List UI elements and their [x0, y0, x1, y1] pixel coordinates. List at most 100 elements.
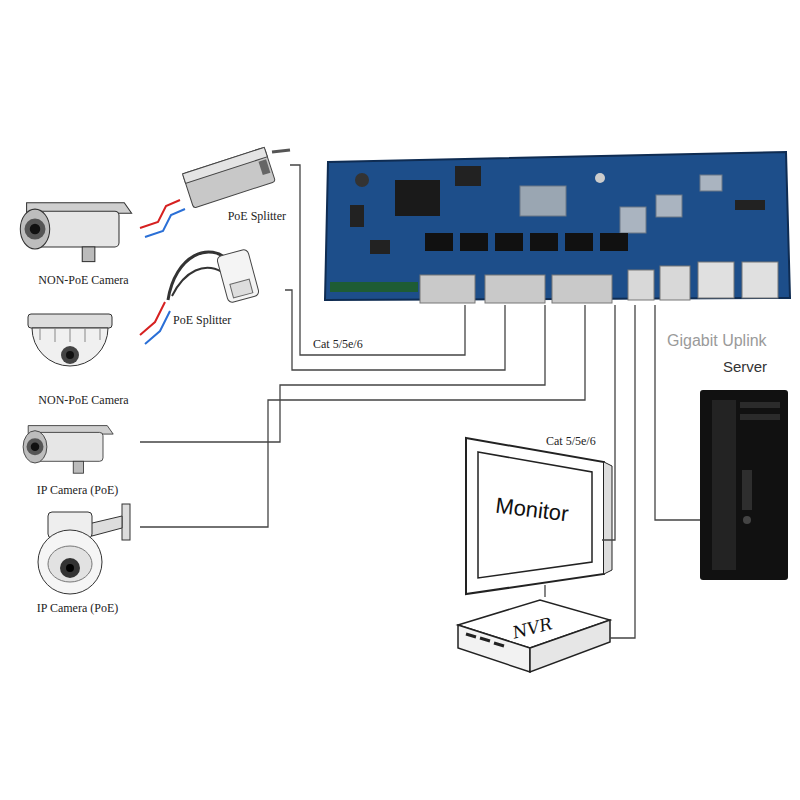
poe-splitter-cable	[172, 268, 222, 296]
server-tower	[740, 402, 780, 408]
bullet-camera	[23, 431, 47, 463]
switch-pcb	[620, 207, 646, 233]
ptz-camera	[122, 504, 130, 540]
node-label: Monitor	[461, 489, 603, 531]
bullet-camera	[31, 443, 40, 452]
cable-wire	[140, 302, 165, 335]
poe-splitter-cable	[216, 249, 259, 304]
node-label: IP Camera (PoE)	[15, 484, 140, 498]
bullet-camera	[82, 247, 95, 262]
ptz-camera	[66, 564, 74, 572]
cable-wire	[145, 209, 185, 237]
switch-pcb	[425, 233, 453, 251]
cable	[140, 305, 585, 527]
cable-wire	[544, 585, 545, 597]
poe-splitter-cable	[216, 249, 259, 304]
switch-pcb	[520, 186, 566, 216]
switch-pcb	[330, 282, 418, 292]
cable-wire	[610, 305, 635, 638]
switch-pcb	[460, 233, 488, 251]
switch-pcb	[530, 233, 558, 251]
poe-splitter-box	[182, 147, 275, 208]
poe-splitter: PoE Splitter	[165, 238, 285, 330]
switch-pcb	[660, 266, 690, 300]
switch-pcb	[495, 233, 523, 251]
poe-splitter-box	[258, 159, 270, 175]
camera: NON-PoE Camera	[15, 190, 140, 290]
cable-wire	[140, 200, 180, 228]
node-label: NVR	[455, 601, 610, 657]
server-tower	[700, 390, 788, 580]
server-tower	[740, 414, 780, 420]
cable	[285, 290, 505, 370]
bullet-camera	[27, 438, 44, 455]
ptz-camera	[48, 546, 92, 582]
cable-wire	[285, 290, 505, 370]
switch-pcb	[455, 166, 481, 186]
switch-pcb	[595, 173, 605, 183]
dome-camera	[32, 328, 108, 366]
switch-pcb	[600, 233, 628, 251]
server-tower	[743, 516, 751, 524]
cable-wire	[140, 305, 585, 527]
cable	[545, 585, 546, 597]
cable-wire	[290, 165, 465, 355]
monitor-screen	[604, 462, 612, 574]
cable	[290, 165, 465, 355]
cable-wire	[145, 311, 170, 344]
dome-camera	[66, 351, 74, 359]
switch-pcb	[420, 275, 475, 303]
ptz-camera	[60, 558, 80, 578]
switch-pcb	[628, 270, 654, 300]
switch-pcb	[656, 195, 682, 217]
nvr-box	[466, 634, 504, 646]
cable	[140, 302, 170, 344]
monitor: Monitor	[462, 435, 602, 585]
poe-splitter-box	[182, 147, 267, 183]
cable	[140, 200, 185, 237]
camera: IP Camera (PoE)	[15, 418, 140, 498]
switch-pcb	[355, 173, 369, 187]
node-label: IP Camera (PoE)	[15, 602, 140, 616]
switch-pcb	[325, 152, 790, 303]
bullet-camera	[20, 209, 49, 249]
node-label: NON-PoE Camera	[27, 274, 140, 288]
nvr: NVR	[455, 597, 610, 675]
poe-splitter-box	[182, 147, 275, 208]
switch-pcb	[735, 200, 765, 210]
switch-pcb	[742, 262, 778, 298]
poe-splitter-box	[272, 150, 290, 152]
node-label: Server	[700, 358, 790, 375]
node-label: PoE Splitter	[180, 210, 286, 224]
cable-type-label: Cat 5/5e/6	[546, 435, 596, 449]
cable-type-label: Cat 5/5e/6	[313, 338, 363, 352]
bullet-camera	[25, 219, 46, 240]
poe-splitter-cable	[230, 279, 253, 298]
cable	[602, 305, 615, 540]
bullet-camera	[20, 203, 131, 262]
switch-pcb	[565, 233, 593, 251]
node-label: NON-PoE Camera	[27, 394, 140, 408]
dome-camera	[61, 346, 79, 364]
camera: NON-PoE Camera	[15, 308, 140, 408]
switch-pcb	[395, 180, 440, 216]
node-label: PoE Splitter	[173, 314, 285, 328]
cable-wire	[140, 305, 545, 442]
bullet-camera	[30, 224, 41, 235]
switch-pcb	[370, 240, 390, 254]
switch-pcb	[700, 175, 722, 191]
poe-splitter: PoE Splitter	[180, 138, 290, 224]
server: Server	[700, 358, 790, 580]
dome-camera	[28, 314, 112, 328]
uplink-label: Gigabit Uplink	[667, 332, 767, 350]
poe-splitter-cable	[168, 249, 260, 304]
cable	[140, 305, 545, 442]
cable-wire	[602, 305, 615, 540]
switch-pcb	[698, 262, 734, 298]
switch-pcb	[552, 275, 612, 303]
dome-camera	[40, 328, 100, 342]
switch-pcb	[350, 205, 364, 227]
ptz-camera	[38, 530, 102, 594]
dome-camera	[28, 314, 112, 366]
